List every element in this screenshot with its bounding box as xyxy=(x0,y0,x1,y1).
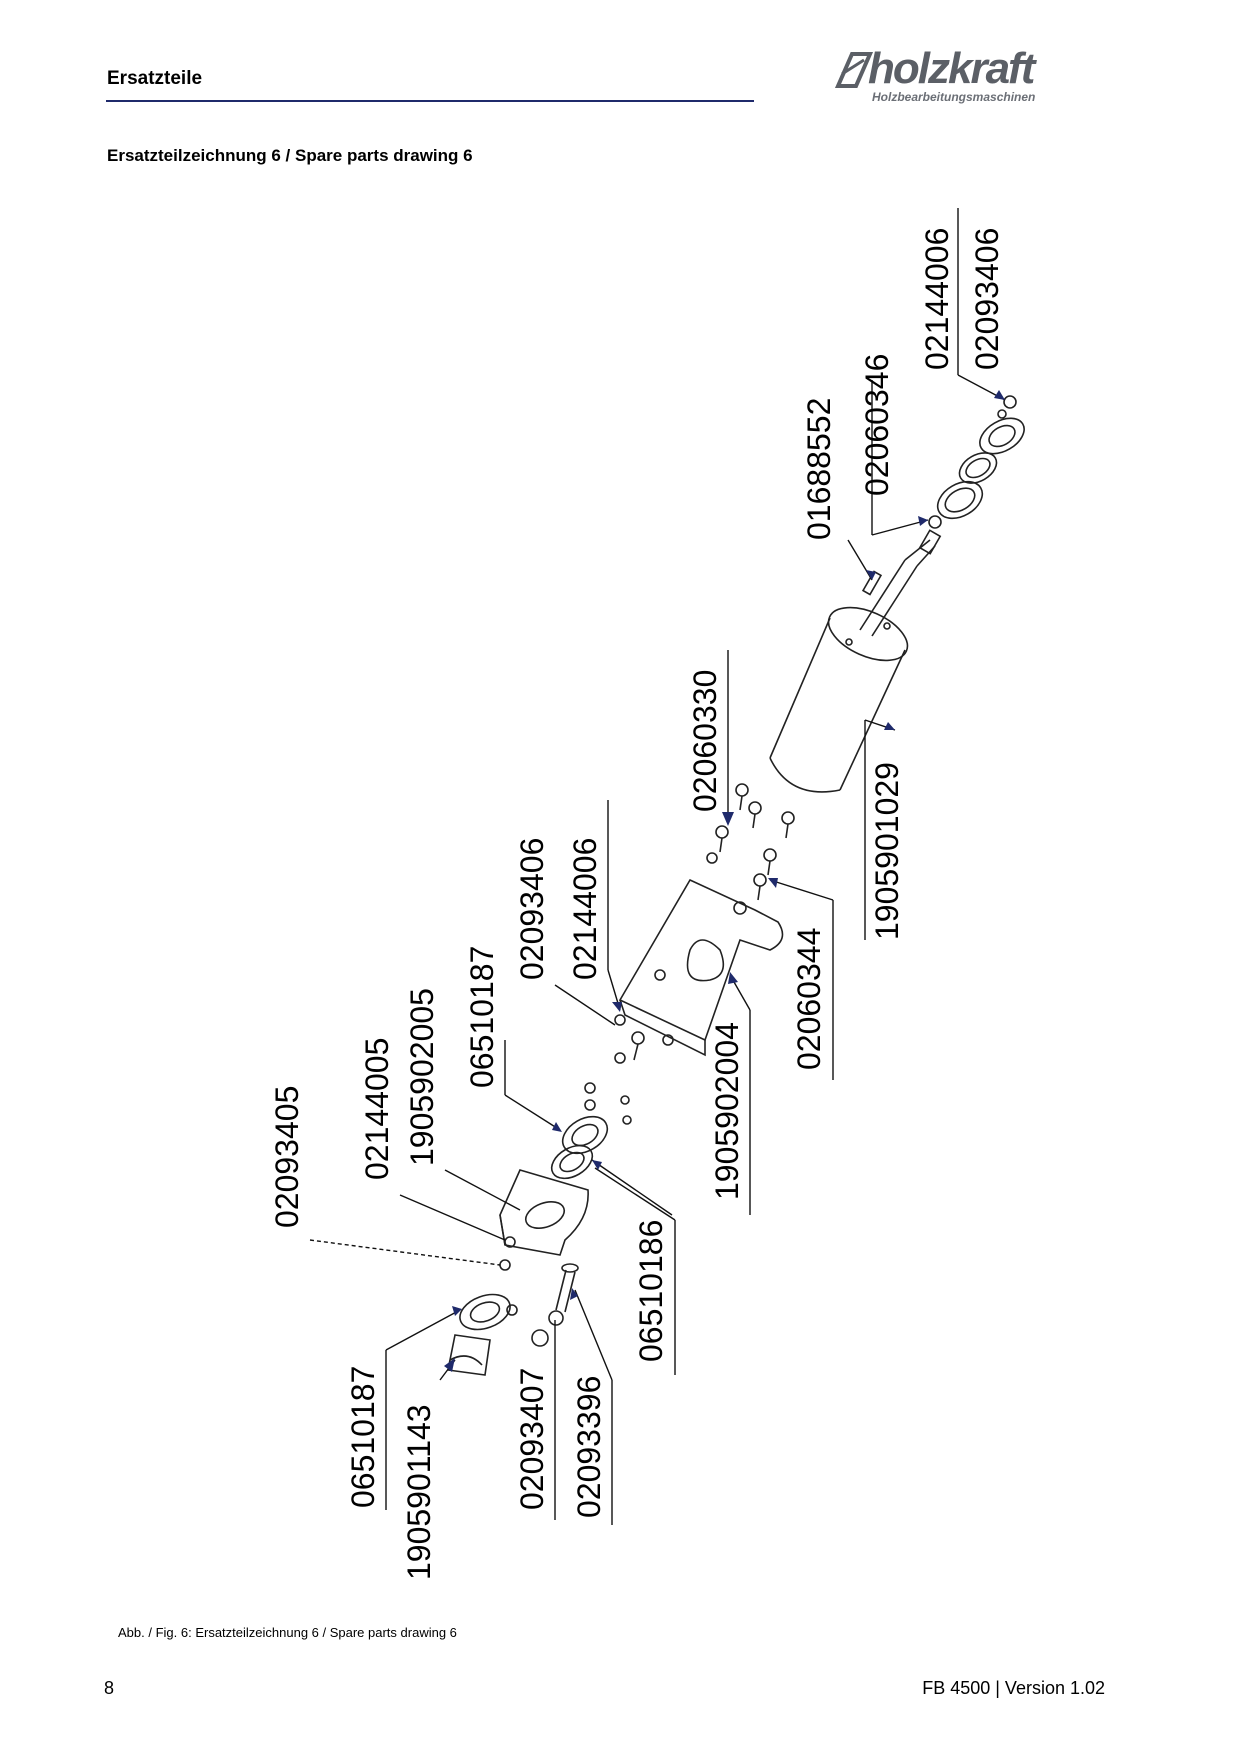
part-number-label: 02093405 xyxy=(269,1086,305,1228)
part-number-label: 02060344 xyxy=(791,928,827,1070)
page-number: 8 xyxy=(104,1678,115,1698)
lower-shaft-bolt xyxy=(531,1263,579,1347)
bracket-bolts xyxy=(584,783,795,1125)
arrow-icon xyxy=(722,812,734,826)
figure-caption: Abb. / Fig. 6: Ersatzteilzeichnung 6 / S… xyxy=(118,1625,457,1640)
arrow-icon xyxy=(570,1288,578,1300)
part-number-label: 1905901029 xyxy=(869,762,905,940)
part-number-label: 1905902004 xyxy=(709,1022,745,1200)
arrow-icon xyxy=(552,1122,562,1132)
upper-mounting-bracket xyxy=(618,878,784,1057)
holzkraft-logo: holzkraft Holzbearbeitungsmaschinen xyxy=(832,44,1114,108)
bottom-flange-clamp xyxy=(447,1259,518,1376)
part-number-label: 01688552 xyxy=(801,398,837,540)
logo-tagline: Holzbearbeitungsmaschinen xyxy=(872,90,1036,104)
part-number-label: 02093396 xyxy=(571,1376,607,1518)
page-header-title: Ersatzteile xyxy=(107,68,203,89)
header-rule xyxy=(106,100,754,102)
part-number-label: 02144006 xyxy=(567,838,603,980)
arrow-icon xyxy=(918,516,928,526)
part-number-label: 06510186 xyxy=(633,1220,669,1362)
logo-mark-icon xyxy=(834,52,874,88)
part-number-label: 1905901143 xyxy=(401,1404,437,1580)
arrow-icon xyxy=(444,1358,455,1372)
part-number-label: 02093406 xyxy=(514,838,550,980)
lower-bearing-housing xyxy=(499,1169,589,1256)
arrow-icon xyxy=(884,722,895,730)
section-title: Ersatzteilzeichnung 6 / Spare parts draw… xyxy=(107,146,473,165)
arrow-icon xyxy=(994,390,1005,400)
arrow-icon xyxy=(768,878,778,888)
part-number-label: 06510187 xyxy=(464,946,500,1088)
leader-lines xyxy=(309,208,1006,1525)
arrow-icon xyxy=(728,972,738,984)
part-number-labels: 02144006 02093406 01688552 02060346 0206… xyxy=(269,228,1005,1580)
part-number-label: 02144006 xyxy=(919,228,955,370)
motor-shaft xyxy=(859,529,942,637)
top-pulley-set xyxy=(928,395,1025,529)
part-number-label: 02093407 xyxy=(514,1368,550,1510)
part-number-label: 06510187 xyxy=(345,1366,381,1508)
arrow-icon xyxy=(866,570,876,580)
part-number-label: 1905902005 xyxy=(404,988,440,1166)
part-number-label: 02060346 xyxy=(859,354,895,496)
shaft-key xyxy=(861,570,883,596)
logo-brand: holzkraft xyxy=(868,44,1035,93)
arrow-icon xyxy=(612,1002,622,1012)
arrowheads xyxy=(444,390,1005,1372)
document-version: FB 4500 | Version 1.02 xyxy=(922,1678,1105,1698)
part-number-label: 02144005 xyxy=(359,1038,395,1180)
mid-bearings xyxy=(550,1115,609,1180)
part-number-label: 02060330 xyxy=(687,670,723,812)
motor-body xyxy=(769,606,909,793)
arrow-icon xyxy=(592,1160,602,1170)
arrow-icon xyxy=(452,1306,462,1316)
part-number-label: 02093406 xyxy=(969,228,1005,370)
parts-illustration xyxy=(447,395,1025,1376)
